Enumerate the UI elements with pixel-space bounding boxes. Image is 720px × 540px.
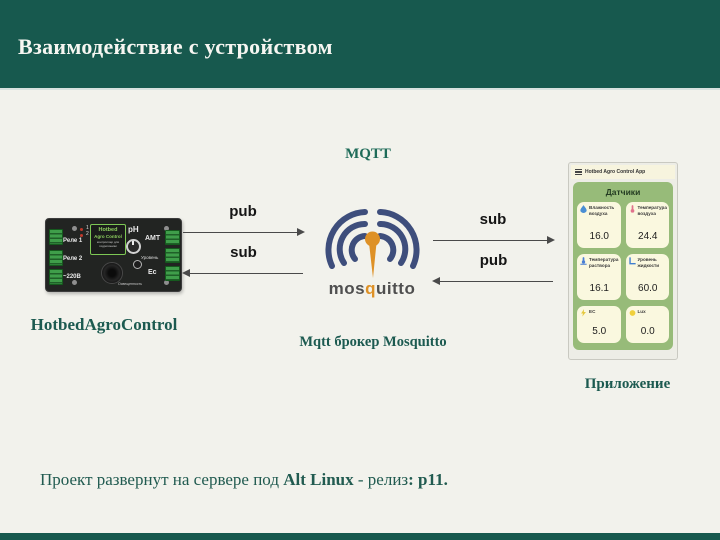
- sensors-panel-title: Датчики: [605, 187, 641, 197]
- relay1-label: Реле 1: [63, 238, 83, 244]
- buzzer-icon: [101, 262, 123, 284]
- screw-icon: [164, 280, 169, 285]
- device-brand-plate: Hotbed Agro Control контроллер для гидро…: [90, 224, 126, 255]
- brand-line2: Agro Control: [94, 233, 122, 239]
- ph-dial-icon: [126, 239, 141, 254]
- thermometer-icon: [630, 205, 634, 213]
- sensor-value: 16.1: [589, 283, 609, 294]
- sensor-name: Температура воздуха: [637, 205, 667, 216]
- power-label: ~220В: [63, 274, 81, 280]
- mosquito-proboscis: [369, 243, 377, 278]
- liquid-level-icon: [628, 257, 636, 265]
- sensor-cards: Влажность воздуха 16.0 Температура возду…: [577, 202, 669, 343]
- mosquito-body-dot: [365, 231, 380, 247]
- arrow-broker-to-app: [433, 236, 555, 245]
- deployment-note: Проект развернут на сервере под Alt Linu…: [40, 470, 448, 490]
- sensor-card-humidity: Влажность воздуха 16.0: [577, 202, 621, 248]
- droplet-icon: [580, 205, 587, 213]
- mosquitto-wordmark: mosquitto: [312, 279, 432, 299]
- screw-icon: [72, 280, 77, 285]
- screw-icon: [164, 226, 169, 231]
- ec-label: Ec: [148, 269, 157, 276]
- light-sensor-icon: [133, 260, 142, 269]
- app-toolbar: Hotbed Agro Control App: [571, 165, 675, 179]
- screw-icon: [72, 226, 77, 231]
- sensor-name: Влажность воздуха: [589, 205, 615, 216]
- sensor-value: 16.0: [589, 231, 609, 242]
- hamburger-menu-icon: [575, 168, 582, 176]
- slide-footer-bar: [0, 533, 720, 540]
- note-middle: - релиз: [353, 470, 409, 489]
- terminal-block-icon: [165, 248, 180, 263]
- broker-caption: Mqtt брокер Mosquitto: [299, 334, 447, 350]
- level-label: Уровень: [141, 255, 159, 260]
- sensor-name: Температура раствора: [589, 257, 619, 268]
- sensor-name: Уровень жидкости: [637, 257, 660, 268]
- sensor-card-lux: Lux 0.0: [625, 306, 669, 343]
- led-number: 2: [86, 231, 89, 237]
- sensor-card-ec: EC 5.0: [577, 306, 621, 343]
- phone-app-screenshot: Hotbed Agro Control App Датчики Влажност…: [568, 162, 678, 360]
- wordmark-q: q: [365, 279, 377, 298]
- pub-label-right: pub: [479, 252, 508, 269]
- terminal-block-icon: [49, 250, 63, 266]
- terminal-block-icon: [165, 230, 180, 245]
- slide-header: Взаимодействие с устройством: [0, 0, 720, 90]
- sub-label-left: sub: [230, 244, 257, 261]
- sensor-value: 24.4: [638, 231, 658, 242]
- terminal-block-icon: [49, 269, 63, 285]
- sensor-card-air-temp: Температура воздуха 24.4: [625, 202, 669, 248]
- note-altlinux: Alt Linux: [283, 470, 354, 489]
- app-title: Hotbed Agro Control App: [585, 169, 646, 175]
- sensors-panel: Датчики Влажность воздуха 16.0: [573, 182, 673, 350]
- brand-line1: Hotbed: [98, 227, 118, 233]
- pub-label-left: pub: [229, 203, 257, 220]
- ec-icon: [581, 309, 586, 317]
- note-release: : p11.: [408, 470, 448, 489]
- terminal-block-icon: [165, 266, 180, 281]
- sensor-name: Lux: [637, 309, 646, 314]
- led-icon: [80, 234, 83, 237]
- led-number: 1: [86, 225, 89, 231]
- ph-label: pH: [128, 225, 139, 234]
- device-caption: HotbedAgroControl: [30, 315, 178, 334]
- controller-device-image: 1 2 Реле 1 Реле 2 ~220В Hotbed Agro Cont…: [45, 218, 182, 292]
- amt-label: AMT: [145, 235, 161, 242]
- sensor-card-liquid-level: Уровень жидкости 60.0: [625, 254, 669, 300]
- arrow-device-to-broker: [183, 228, 305, 237]
- sensor-value: 0.0: [640, 326, 655, 337]
- arrow-broker-to-device: [182, 269, 303, 278]
- page-title: Взаимодействие с устройством: [18, 34, 333, 59]
- sub-label-right: sub: [479, 211, 507, 228]
- solution-temp-icon: [580, 257, 587, 265]
- terminal-block-icon: [49, 229, 63, 245]
- mqtt-label: MQTT: [345, 146, 391, 162]
- sensor-value: 60.0: [638, 283, 658, 294]
- sensor-value: 5.0: [592, 326, 607, 337]
- sensor-card-solution-temp: Температура раствора 16.1: [577, 254, 621, 300]
- sun-icon: [629, 310, 635, 316]
- note-prefix: Проект развернут на сервере под: [40, 470, 284, 489]
- led-icon: [80, 228, 83, 231]
- wordmark-pre: mos: [328, 279, 366, 298]
- arrow-app-to-broker: [432, 277, 553, 286]
- mosquitto-logo: [325, 209, 420, 278]
- relay2-label: Реле 2: [63, 256, 83, 262]
- light-sensor-label: Освещенность: [118, 282, 143, 286]
- sensor-name: EC: [589, 309, 596, 314]
- app-caption: Приложение: [584, 376, 671, 392]
- brand-sub2: гидропоники: [99, 243, 117, 248]
- wordmark-post: uitto: [376, 279, 416, 298]
- brand-sub1: контроллер для: [96, 239, 120, 244]
